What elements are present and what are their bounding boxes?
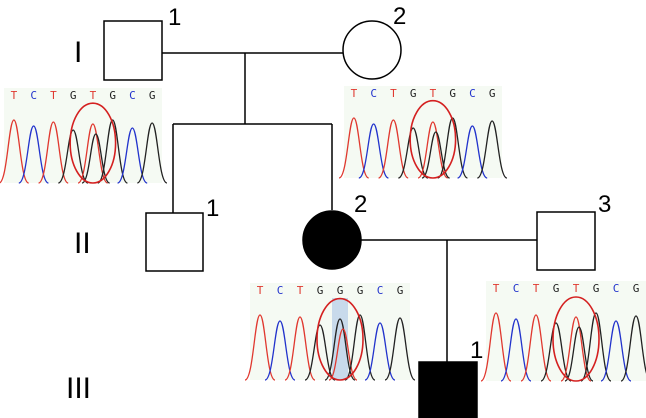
trace-peak: [457, 125, 488, 179]
trace-peak: [304, 324, 336, 381]
base-letter: T: [533, 282, 540, 295]
trace-peak: [377, 119, 409, 179]
trace-peak: [476, 120, 508, 179]
trace-peak: [37, 121, 69, 184]
trace-peak: [580, 312, 612, 382]
base-letter: C: [30, 89, 37, 102]
trace-peak: [116, 127, 148, 184]
number-I2: 2: [393, 3, 406, 30]
number-II3: 3: [598, 191, 611, 218]
number-II2: 2: [354, 191, 367, 218]
base-letter: C: [129, 89, 136, 102]
chromatogram-background: [250, 283, 410, 380]
base-letter: G: [317, 284, 324, 297]
base-letter: G: [109, 89, 116, 102]
base-letter: T: [50, 89, 57, 102]
base-letter: T: [351, 87, 358, 100]
chromatogram-background: [344, 86, 502, 178]
generation-label-II: II: [74, 227, 91, 260]
base-letter: G: [633, 282, 640, 295]
number-II1: 1: [206, 195, 219, 222]
trace-peak: [540, 322, 572, 382]
base-letter: T: [297, 284, 304, 297]
base-letter: G: [553, 282, 560, 295]
base-letter: G: [149, 89, 156, 102]
pedigree-lines: [162, 52, 537, 362]
individual-I2-female: [342, 20, 402, 80]
trace-peak: [480, 312, 512, 382]
trace-peak: [397, 127, 429, 179]
base-letter: C: [513, 282, 520, 295]
base-letter: G: [489, 87, 496, 100]
individual-III1-affected-male: [418, 361, 478, 418]
trace-peak-secondary: [564, 326, 594, 382]
trace-peak: [284, 316, 316, 381]
base-letter: T: [493, 282, 500, 295]
trace-peak: [520, 314, 552, 382]
number-I1: 1: [168, 4, 181, 31]
base-letter: T: [90, 89, 97, 102]
trace-peak: [0, 119, 30, 184]
mutation-highlight-circle: [316, 297, 364, 381]
trace-peak: [324, 318, 356, 381]
generation-label-III: III: [66, 372, 91, 405]
base-letter: T: [430, 87, 437, 100]
trace-peak-secondary: [328, 328, 358, 381]
base-letter: G: [70, 89, 77, 102]
trace-peak: [344, 314, 376, 381]
trace-peak: [57, 129, 89, 184]
trace-peak: [560, 316, 592, 382]
trace-peak: [364, 322, 396, 381]
trace-peak: [338, 117, 370, 179]
generation-label-I: I: [74, 36, 82, 69]
base-letter: T: [257, 284, 264, 297]
base-letter: T: [573, 282, 580, 295]
base-letter: C: [469, 87, 476, 100]
base-letter: T: [390, 87, 397, 100]
base-letter: G: [337, 284, 344, 297]
individual-I1-male: [103, 20, 163, 81]
mutation-highlight-circle: [409, 99, 457, 179]
trace-peak: [77, 123, 109, 184]
base-letter: C: [377, 284, 384, 297]
base-letter: G: [593, 282, 600, 295]
mutation-highlight-circle: [552, 296, 600, 382]
individual-II1-male: [145, 212, 204, 272]
base-letter: G: [410, 87, 417, 100]
trace-peak: [358, 123, 389, 179]
trace-peak-secondary: [421, 131, 451, 179]
base-letter: T: [11, 89, 18, 102]
trace-peak: [264, 320, 296, 381]
trace-peak: [620, 315, 646, 382]
trace-peak: [417, 121, 449, 179]
base-letter: C: [613, 282, 620, 295]
base-letter: C: [370, 87, 377, 100]
trace-peak: [136, 122, 168, 184]
trace-peak: [500, 318, 532, 382]
individual-II2-affected-female: [302, 210, 362, 270]
mutation-highlight-circle: [69, 102, 117, 184]
individual-II3-male: [536, 211, 596, 271]
base-letter: G: [357, 284, 364, 297]
trace-peak: [244, 314, 276, 381]
base-letter: G: [397, 284, 404, 297]
trace-peak: [97, 119, 129, 184]
trace-peak: [600, 320, 632, 382]
trace-peak: [18, 125, 50, 184]
trace-peak-secondary: [81, 133, 111, 184]
number-III1: 1: [470, 337, 483, 364]
chromatogram-background: [486, 281, 646, 381]
base-letter: C: [277, 284, 284, 297]
base-letter: G: [449, 87, 456, 100]
trace-peak: [384, 317, 416, 381]
chromatogram-background: [4, 88, 162, 183]
